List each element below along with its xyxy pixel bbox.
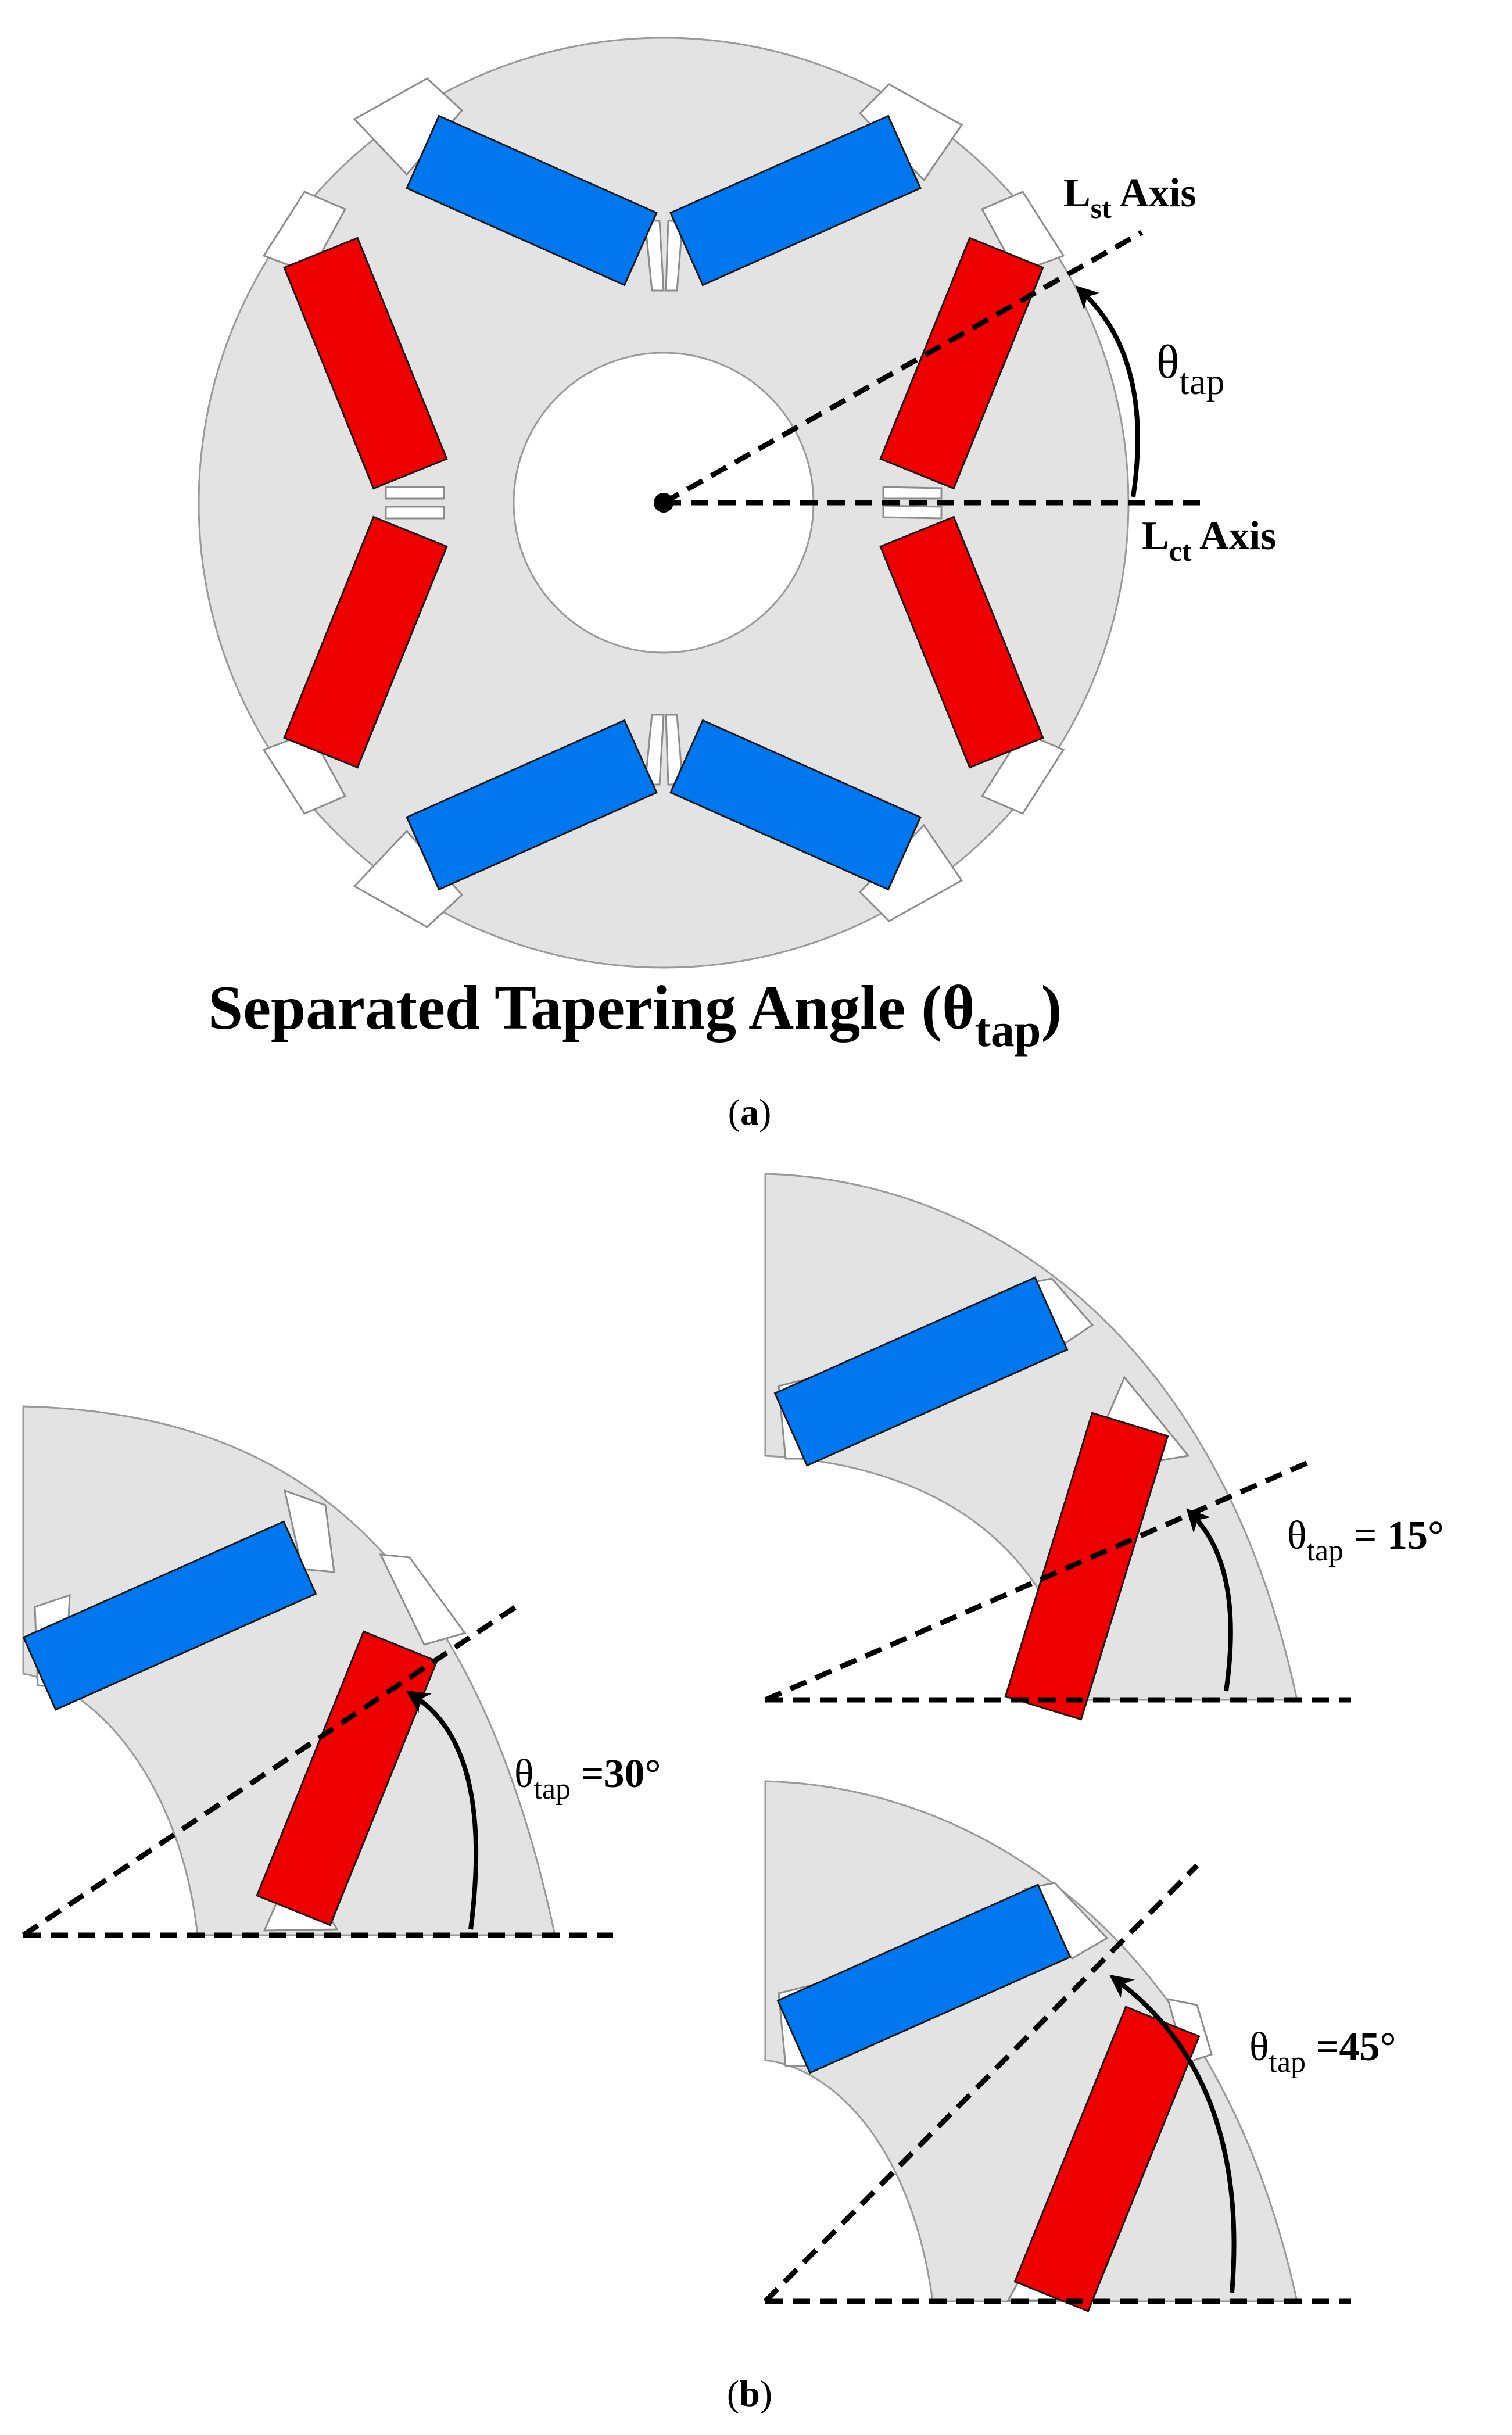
tapering-angle-arc — [1186, 1508, 1233, 1692]
st-axis-line — [764, 1459, 1312, 1703]
south-magnet — [1004, 1412, 1169, 1721]
north-magnet — [773, 1276, 1069, 1467]
view-15-angle-label: θtap = 15° — [1287, 1513, 1444, 1567]
panel-a: Lst Axis Lct Axis θtap Separated Taperin… — [198, 37, 1276, 1133]
south-magnet — [256, 1630, 438, 1926]
north-magnet — [406, 114, 658, 287]
south-magnet — [879, 237, 1044, 490]
view-45-angle-label: θtap =45° — [1249, 2025, 1396, 2079]
view-15deg: θtap = 15° — [764, 1173, 1444, 1721]
rotor-quarter — [764, 1173, 1298, 1701]
tapering-angle-arc — [406, 1690, 479, 1930]
magnets — [283, 114, 1044, 891]
flux-barrier — [385, 486, 445, 500]
flux-barrier — [644, 220, 665, 292]
panel-b-label: (b) — [727, 2373, 772, 2414]
north-magnet — [22, 1520, 317, 1711]
view-30-angle-label: θtap =30° — [514, 1752, 661, 1806]
rotor-quarter — [22, 1405, 556, 1936]
st-axis-line — [763, 1863, 1199, 2304]
ct-axis-label: Lct Axis — [1142, 514, 1276, 567]
south-magnet — [283, 515, 448, 769]
flux-barrier — [353, 829, 464, 928]
north-magnet — [406, 719, 658, 891]
view-30deg: θtap =30° — [22, 1405, 661, 1938]
tapering-angle-arc — [1109, 1974, 1237, 2293]
flux-barrier — [353, 77, 464, 176]
south-magnet — [283, 237, 448, 490]
panel-b: θtap =30° θtap = 15° — [22, 1173, 1444, 2414]
rotor-quarter — [764, 1780, 1298, 2302]
flux-barrier — [858, 823, 963, 922]
south-magnet — [879, 515, 1044, 769]
flux-barrier — [379, 1553, 467, 1646]
flux-barrier — [644, 714, 665, 786]
north-magnet — [669, 719, 922, 891]
flux-barrier — [882, 486, 943, 500]
panel-a-caption: Separated Tapering Angle (θtap) — [208, 973, 1062, 1057]
st-axis-line — [662, 230, 1144, 505]
north-magnet — [669, 114, 922, 287]
tapering-angle-arc — [1075, 285, 1140, 497]
panel-a-label: (a) — [728, 1091, 772, 1133]
flux-barrier — [385, 506, 445, 520]
flux-barrier — [882, 504, 943, 520]
st-axis-line — [22, 1602, 522, 1938]
view-45deg: θtap =45° — [763, 1780, 1396, 2312]
flux-barrier — [283, 1489, 335, 1573]
flux-barrier — [980, 731, 1065, 815]
flux-barrier — [858, 83, 963, 182]
st-axis-label: Lst Axis — [1063, 171, 1196, 224]
north-magnet — [776, 1883, 1072, 2074]
tapering-angle-label: θtap — [1156, 335, 1224, 402]
flux-barriers — [262, 77, 1065, 928]
